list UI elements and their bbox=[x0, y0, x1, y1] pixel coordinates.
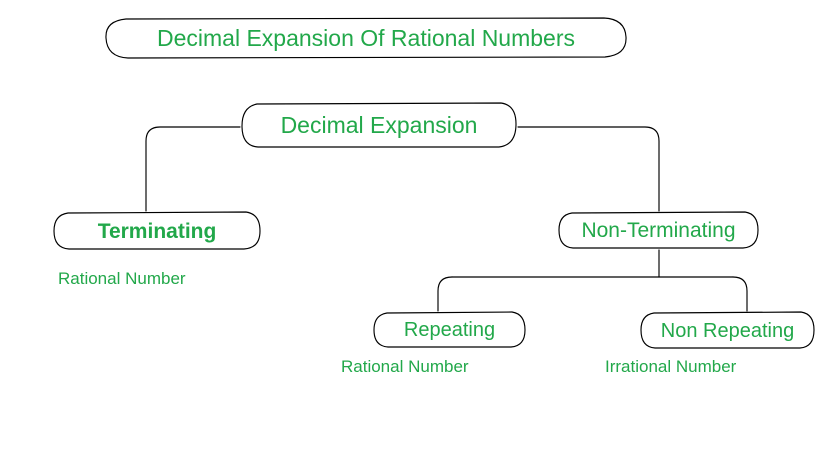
node-decimal-expansion-label: Decimal Expansion bbox=[280, 112, 478, 138]
wire-bus-to-nonrepeating bbox=[732, 276, 748, 312]
node-decimal-expansion: Decimal Expansion bbox=[240, 102, 518, 149]
node-repeating: Repeating bbox=[372, 311, 527, 349]
sublabel-repeating: Rational Number bbox=[341, 357, 469, 376]
node-title-box: Decimal Expansion Of Rational Numbers bbox=[104, 17, 628, 59]
node-non-repeating-label: Non Repeating bbox=[660, 319, 795, 342]
wire-bus-to-repeating bbox=[437, 276, 453, 312]
node-frame-repeating bbox=[373, 311, 526, 348]
node-non-terminating: Non-Terminating bbox=[557, 211, 760, 250]
node-terminating: Terminating bbox=[52, 211, 262, 251]
sublabel-terminating: Rational Number bbox=[58, 269, 186, 288]
sublabel-non-repeating: Irrational Number bbox=[605, 357, 737, 376]
node-frame-non-repeating bbox=[640, 311, 815, 349]
wire-root-to-nonterminating bbox=[517, 126, 660, 212]
node-frame-terminating bbox=[53, 211, 261, 250]
node-frame-decimal-expansion bbox=[241, 102, 517, 148]
node-title-label: Decimal Expansion Of Rational Numbers bbox=[156, 24, 575, 51]
node-repeating-label: Repeating bbox=[403, 319, 496, 341]
node-non-repeating: Non Repeating bbox=[639, 311, 816, 350]
node-frame-non-terminating bbox=[558, 211, 759, 249]
wire-root-to-terminating bbox=[145, 126, 241, 212]
node-terminating-label: Terminating bbox=[97, 219, 217, 243]
node-frame-title bbox=[105, 17, 627, 59]
node-non-terminating-label: Non-Terminating bbox=[581, 219, 736, 242]
